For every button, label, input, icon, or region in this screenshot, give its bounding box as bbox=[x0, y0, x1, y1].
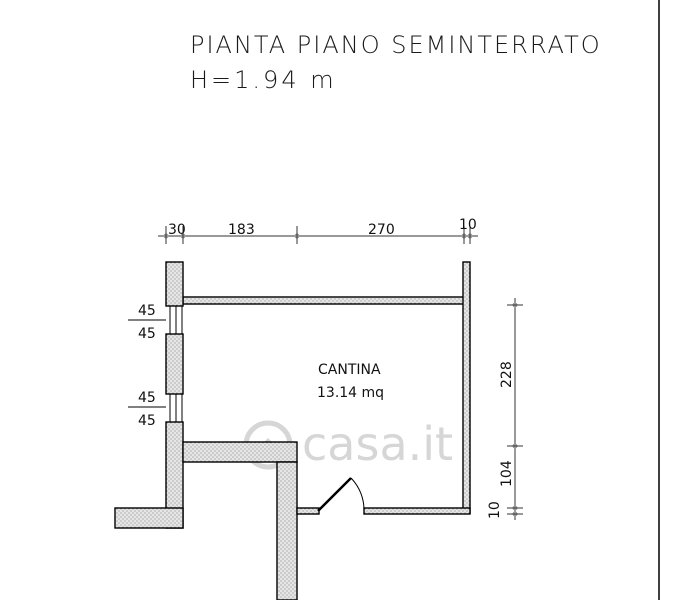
left-dimension-marks bbox=[128, 319, 166, 408]
watermark: casa.it bbox=[243, 417, 453, 471]
right-dimension-line bbox=[507, 298, 523, 520]
dim-top-4: 10 bbox=[459, 217, 477, 233]
dim-left-1: 45 bbox=[138, 303, 156, 319]
plan-title: PIANTA PIANO SEMINTERRATO bbox=[190, 31, 602, 59]
dim-top-2: 183 bbox=[228, 222, 255, 238]
window-openings bbox=[169, 305, 183, 423]
room-area: 13.14 mq bbox=[317, 385, 384, 401]
watermark-text: casa.it bbox=[302, 417, 453, 471]
dim-right-2: 104 bbox=[499, 460, 515, 487]
dim-top-1: 30 bbox=[168, 222, 186, 238]
dim-right-3: 10 bbox=[487, 501, 503, 519]
walls bbox=[114, 261, 471, 600]
dim-left-2: 45 bbox=[138, 326, 156, 342]
door bbox=[317, 477, 365, 512]
dim-right-1: 228 bbox=[499, 361, 515, 388]
dim-top-3: 270 bbox=[368, 222, 395, 238]
top-dimension-line bbox=[158, 226, 478, 244]
dim-left-3: 45 bbox=[138, 390, 156, 406]
height-label: H=1.94 m bbox=[190, 66, 337, 94]
dim-left-4: 45 bbox=[138, 413, 156, 429]
room-name: CANTINA bbox=[318, 362, 381, 378]
